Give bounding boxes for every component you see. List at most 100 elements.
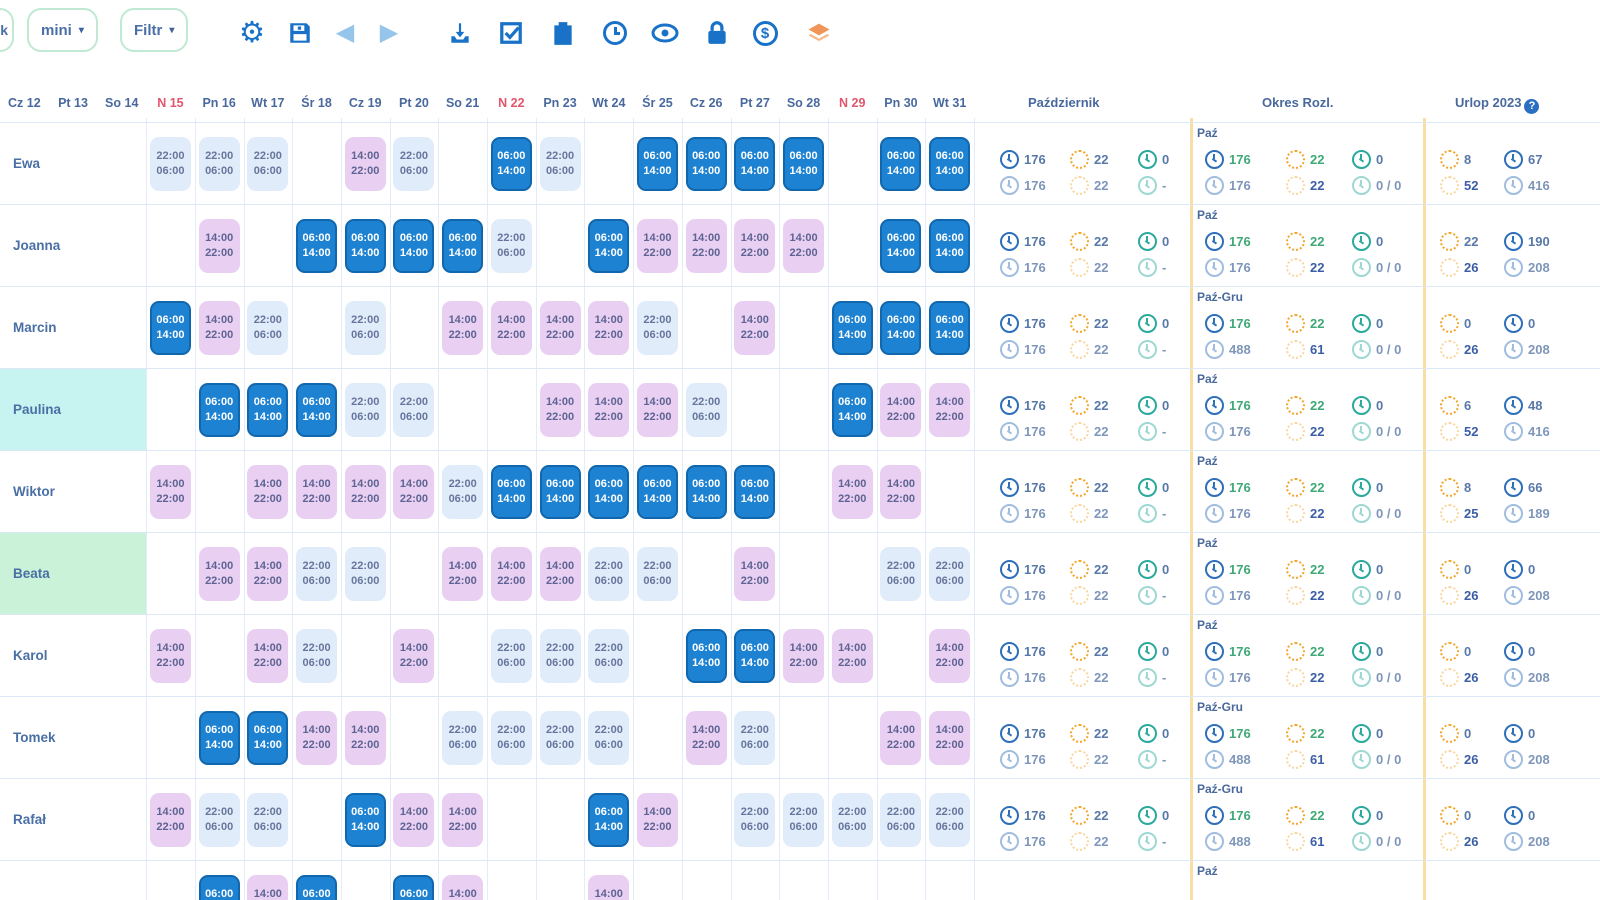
layers-button[interactable] — [802, 16, 836, 50]
tasks-button[interactable] — [494, 16, 528, 50]
employee-name[interactable]: Marcin — [13, 320, 57, 335]
lock-button[interactable] — [700, 16, 734, 50]
employee-name[interactable]: Beata — [0, 533, 146, 614]
settings-button[interactable]: ⚙ — [235, 16, 269, 50]
prev-page-button[interactable]: ◀ — [328, 16, 362, 50]
employee-name[interactable]: Paulina — [0, 369, 146, 450]
employee-name[interactable]: Tomek — [13, 730, 56, 745]
employee-name[interactable]: Joanna — [13, 238, 61, 253]
employee-card-button[interactable] — [546, 16, 580, 50]
visibility-button[interactable] — [648, 16, 682, 50]
help-icon[interactable]: ? — [1524, 99, 1540, 114]
cut-off-button[interactable]: k — [0, 8, 14, 52]
time-button[interactable] — [598, 16, 632, 50]
